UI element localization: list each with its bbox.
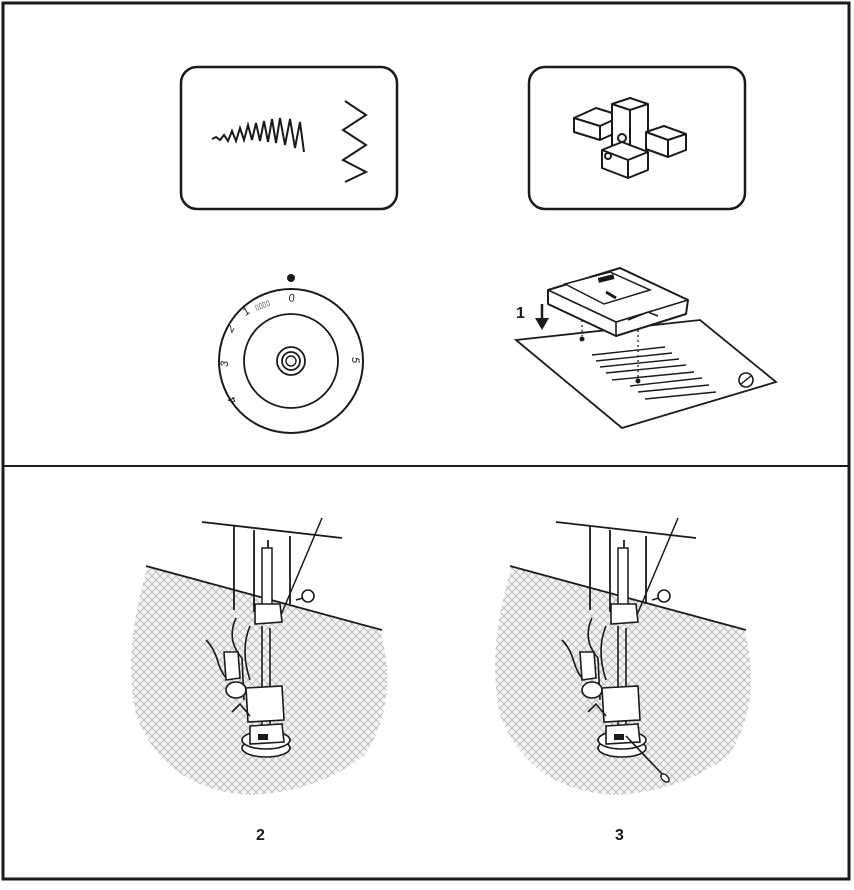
- dial-number-5: 5: [349, 357, 361, 364]
- stitch-dial-icon: 0 ▯▯▯▯ 1 2 3 4 5: [218, 274, 364, 434]
- dial-number-3: 3: [219, 360, 231, 367]
- sewing-step-2-illustration: [131, 517, 388, 795]
- step-1-label: 1: [516, 305, 525, 322]
- presser-foot-panel: [527, 65, 747, 211]
- fabric-area: [131, 566, 388, 795]
- dial-indicator-dot: [287, 274, 295, 282]
- dial-number-4: 4: [226, 394, 239, 405]
- presser-foot-icon: [573, 97, 687, 179]
- fabric-area: [495, 566, 752, 795]
- sewing-step-3-illustration: [495, 517, 752, 795]
- step-2-label: 2: [256, 827, 265, 844]
- dial-number-0: 0: [288, 292, 297, 305]
- stitch-pattern-panel: [179, 65, 399, 211]
- step-3-label: 3: [615, 827, 624, 844]
- plate-attach-icon: [513, 267, 778, 430]
- stitch-pattern-icon: [211, 100, 369, 183]
